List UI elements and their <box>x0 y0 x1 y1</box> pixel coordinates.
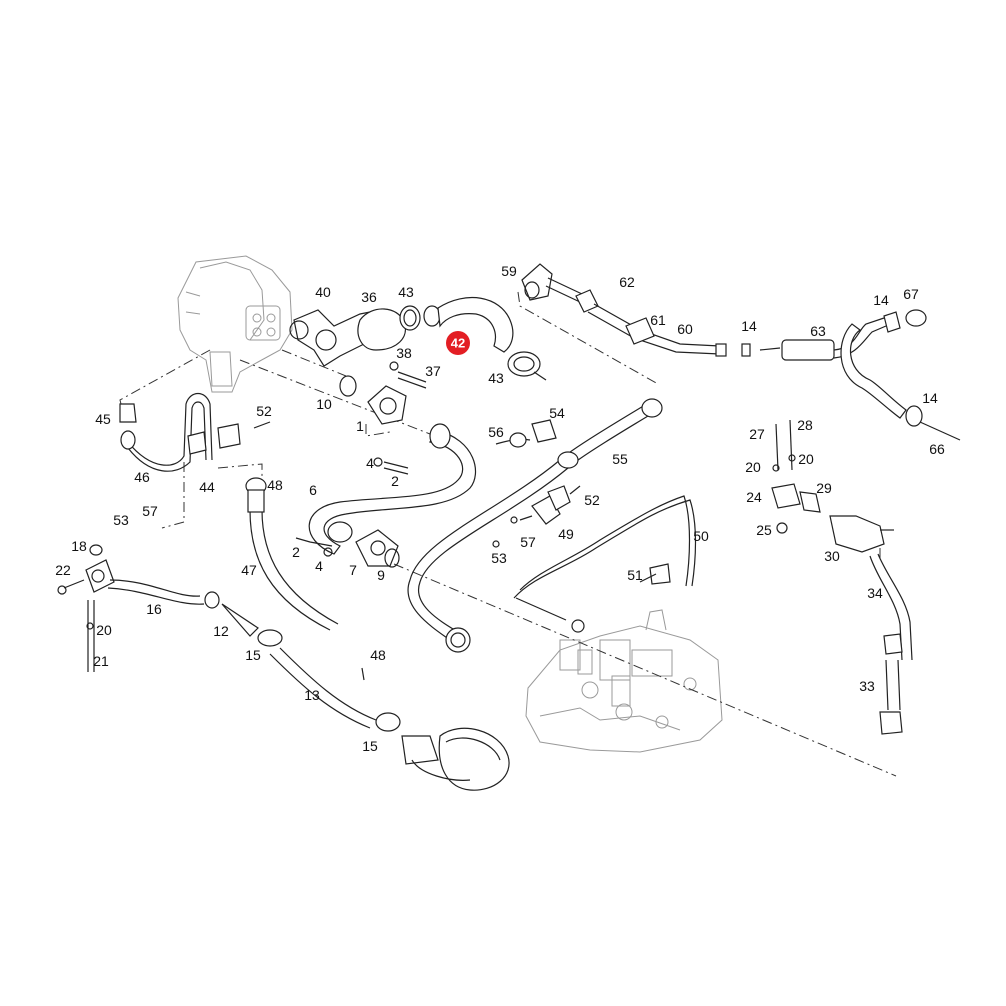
part-label[interactable]: 37 <box>425 363 441 379</box>
part-label[interactable]: 67 <box>903 286 919 302</box>
part-label[interactable]: 66 <box>929 441 945 457</box>
part-label[interactable]: 62 <box>619 274 635 290</box>
engine-block-drawing <box>525 609 723 753</box>
part-label[interactable]: 9 <box>377 567 385 583</box>
part-label[interactable]: 63 <box>810 323 826 339</box>
part-label[interactable]: 10 <box>316 396 332 412</box>
part-label[interactable]: 54 <box>549 405 565 421</box>
part-label[interactable]: 27 <box>749 426 765 442</box>
part-label[interactable]: 61 <box>650 312 666 328</box>
part-label[interactable]: 14 <box>922 390 938 406</box>
hose-line-40-43 <box>289 296 547 381</box>
hose-line-6 <box>308 423 477 568</box>
part-label[interactable]: 45 <box>95 411 111 427</box>
hydraulic-pump-drawing <box>177 255 293 393</box>
clamp-49 <box>492 485 581 548</box>
part-label[interactable]: 24 <box>746 489 762 505</box>
part-label[interactable]: 14 <box>873 292 889 308</box>
part-label[interactable]: 60 <box>677 321 693 337</box>
part-label[interactable]: 57 <box>142 503 158 519</box>
part-label[interactable]: 34 <box>867 585 883 601</box>
part-label[interactable]: 53 <box>491 550 507 566</box>
tube-46 <box>119 392 271 472</box>
hose-47-13 <box>245 477 510 791</box>
part-label[interactable]: 49 <box>558 526 574 542</box>
part-label[interactable]: 59 <box>501 263 517 279</box>
tube-50 <box>513 495 697 633</box>
part-label[interactable]: 57 <box>520 534 536 550</box>
part-label[interactable]: 28 <box>797 417 813 433</box>
part-label[interactable]: 48 <box>370 647 386 663</box>
fitting-assembly-1 <box>295 361 427 557</box>
part-label[interactable]: 1 <box>356 418 364 434</box>
tube-16-block <box>57 544 259 672</box>
part-label[interactable]: 36 <box>361 289 377 305</box>
tube-60-63 <box>521 263 961 441</box>
highlight-badge-circle <box>446 331 470 355</box>
part-labels: 59 62 61 60 14 63 14 67 40 36 43 38 37 1… <box>55 263 945 754</box>
part-label[interactable]: 52 <box>584 492 600 508</box>
part-label[interactable]: 4 <box>366 455 374 471</box>
part-label[interactable]: 14 <box>741 318 757 334</box>
part-label[interactable]: 15 <box>362 738 378 754</box>
part-label[interactable]: 29 <box>816 480 832 496</box>
part-label[interactable]: 55 <box>612 451 628 467</box>
part-label[interactable]: 30 <box>824 548 840 564</box>
part-label[interactable]: 20 <box>96 622 112 638</box>
part-label[interactable]: 50 <box>693 528 709 544</box>
tube-55 <box>407 398 663 653</box>
part-label[interactable]: 6 <box>309 482 317 498</box>
part-label[interactable]: 38 <box>396 345 412 361</box>
part-label[interactable]: 44 <box>199 479 215 495</box>
part-label[interactable]: 48 <box>267 477 283 493</box>
part-label[interactable]: 15 <box>245 647 261 663</box>
part-label[interactable]: 13 <box>304 687 320 703</box>
part-label[interactable]: 53 <box>113 512 129 528</box>
part-label[interactable]: 21 <box>93 653 109 669</box>
highlighted-part-badge[interactable]: 42 <box>446 331 470 355</box>
part-label[interactable]: 16 <box>146 601 162 617</box>
part-label[interactable]: 25 <box>756 522 772 538</box>
part-label[interactable]: 20 <box>798 451 814 467</box>
part-label[interactable]: 46 <box>134 469 150 485</box>
part-label[interactable]: 43 <box>488 370 504 386</box>
part-label[interactable]: 2 <box>292 544 300 560</box>
part-label[interactable]: 4 <box>315 558 323 574</box>
part-label[interactable]: 18 <box>71 538 87 554</box>
part-label[interactable]: 56 <box>488 424 504 440</box>
part-label[interactable]: 40 <box>315 284 331 300</box>
part-label[interactable]: 51 <box>627 567 643 583</box>
part-label[interactable]: 52 <box>256 403 272 419</box>
part-label[interactable]: 33 <box>859 678 875 694</box>
part-label[interactable]: 22 <box>55 562 71 578</box>
part-label[interactable]: 7 <box>349 562 357 578</box>
part-label[interactable]: 20 <box>745 459 761 475</box>
part-label[interactable]: 43 <box>398 284 414 300</box>
part-label[interactable]: 2 <box>391 473 399 489</box>
part-label[interactable]: 47 <box>241 562 257 578</box>
highlight-badge-label: 42 <box>451 336 465 351</box>
part-label[interactable]: 12 <box>213 623 229 639</box>
valve-assembly-24-30 <box>771 419 913 735</box>
